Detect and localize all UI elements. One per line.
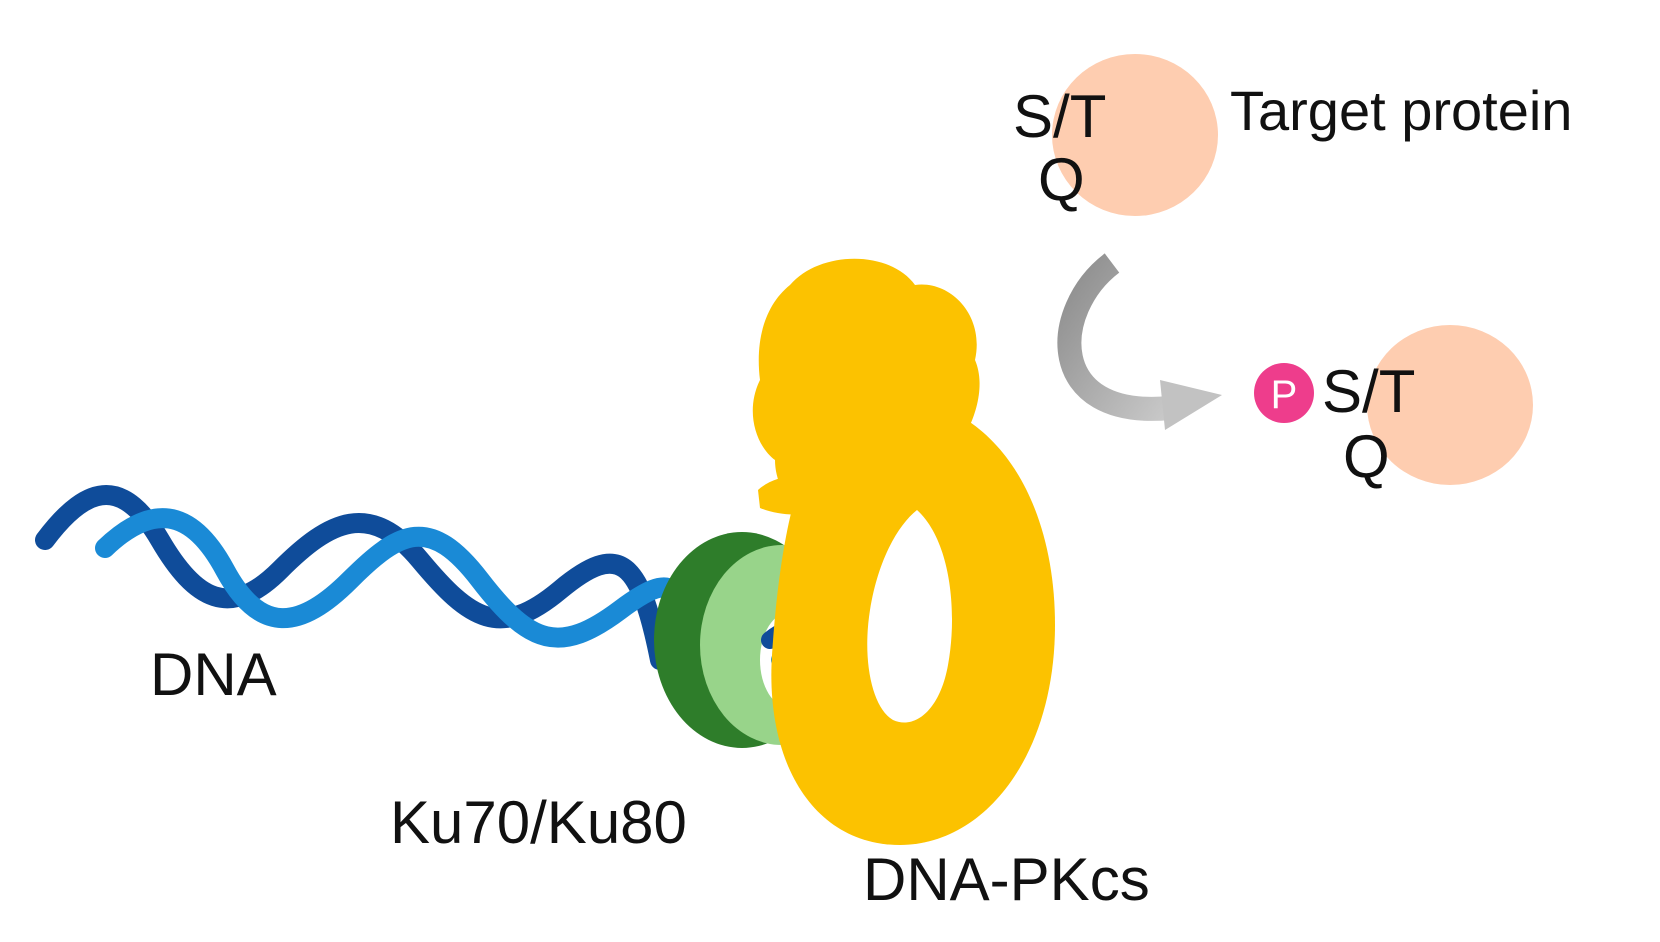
target-site-st-label: S/T bbox=[1013, 83, 1106, 150]
target-protein-unphosphorylated: S/T Q Target protein bbox=[1013, 54, 1572, 216]
target-site-q-label: Q bbox=[1038, 146, 1085, 213]
target-protein-phosphorylated: P S/T Q bbox=[1254, 325, 1533, 490]
dnapkcs-hole bbox=[867, 510, 953, 723]
phospho-site-q-label: Q bbox=[1343, 423, 1390, 490]
phosphate-badge bbox=[1254, 363, 1314, 423]
dna-strand-light bbox=[95, 508, 710, 670]
phospho-site-st-label: S/T bbox=[1322, 358, 1415, 425]
dna-helix bbox=[35, 485, 710, 670]
phosphorylation-arrow bbox=[1057, 253, 1222, 430]
target-protein-circle bbox=[1052, 54, 1218, 216]
ku-label: Ku70/Ku80 bbox=[390, 789, 687, 856]
dnapkcs-shape bbox=[752, 258, 1055, 845]
phosphate-label: P bbox=[1271, 373, 1298, 417]
target-protein-label: Target protein bbox=[1230, 79, 1572, 142]
phospho-protein-circle bbox=[1367, 325, 1533, 485]
dnapkcs-label: DNA-PKcs bbox=[863, 846, 1150, 913]
arrow-head bbox=[1160, 380, 1222, 430]
dna-label: DNA bbox=[150, 641, 277, 708]
arrow-shaft bbox=[1057, 253, 1172, 421]
